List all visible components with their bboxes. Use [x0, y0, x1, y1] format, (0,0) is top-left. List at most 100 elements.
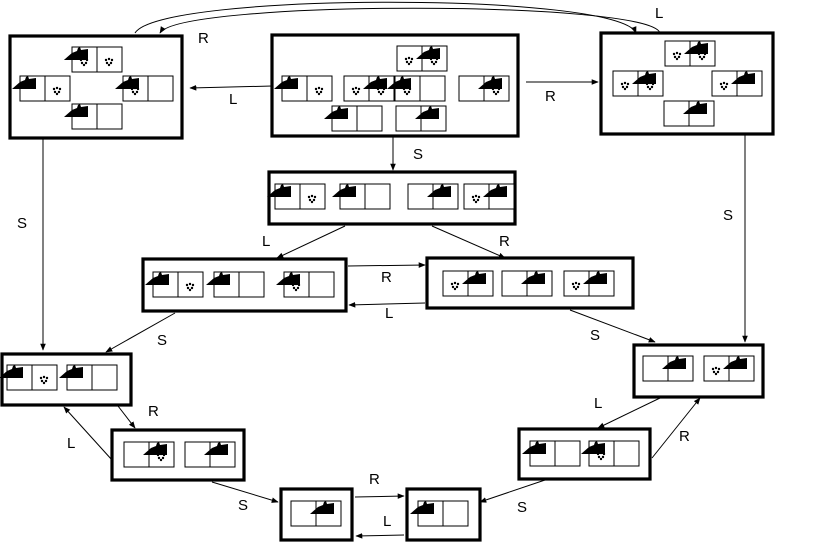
edge-label-lsr-ls: L: [67, 435, 75, 452]
dirt-icon: [719, 81, 729, 91]
edge-right-suck-to-rs-left: [597, 397, 661, 429]
world-state: [410, 500, 469, 527]
edge-label-top-l: L: [655, 5, 663, 22]
edge-ls-right-to-clean-right: [211, 481, 279, 503]
edge-label-cr-cl: R: [369, 471, 380, 488]
world-state: [387, 75, 446, 102]
edge-right-to-left-arc: [159, 7, 661, 34]
world-state: [581, 440, 640, 467]
world-state: [206, 271, 265, 298]
world-state: [501, 270, 553, 297]
world-state: [324, 105, 383, 132]
square-b: [238, 271, 265, 298]
dirt-icon: [52, 86, 62, 96]
dirt-icon: [79, 57, 89, 67]
edge-label-right-suck: S: [723, 207, 733, 224]
dirt-icon: [307, 194, 317, 204]
edge-label-top-r: R: [198, 30, 209, 47]
square-b: [308, 271, 335, 298]
edge-label-sl-sr: R: [381, 269, 392, 286]
dirt-icon: [672, 51, 682, 61]
square-b: [356, 105, 383, 132]
dirt-icon: [404, 56, 414, 66]
world-state: [442, 270, 494, 297]
world-state: [123, 441, 175, 468]
dirt-icon: [39, 375, 49, 385]
world-state: [458, 75, 510, 102]
square-b: [554, 440, 581, 467]
edge-left-suck-to-ls-right: [117, 405, 136, 429]
world-state: [396, 45, 448, 72]
edge-label-rsl-cl: S: [517, 499, 527, 516]
world-state: [64, 103, 123, 130]
square-b: [613, 440, 640, 467]
edge-label-suck-right: R: [499, 233, 510, 250]
world-state: [332, 183, 391, 210]
world-state: [0, 364, 58, 391]
world-state: [463, 183, 515, 210]
square-b: [419, 75, 446, 102]
world-state: [184, 441, 236, 468]
edge-suck-left-to-suck-right: [347, 262, 426, 268]
edge-suck-to-suck-left: [276, 225, 346, 259]
world-state: [276, 271, 335, 298]
dirt-icon: [620, 81, 630, 91]
world-state: [407, 183, 459, 210]
world-states: [0, 40, 763, 527]
edge-label-left-suck: S: [17, 215, 27, 232]
world-state: [563, 270, 615, 297]
edge-suck-right-to-right-suck: [569, 309, 656, 343]
edge-label-cl-cr: L: [383, 513, 391, 530]
world-state: [642, 355, 694, 382]
square-b: [364, 183, 391, 210]
dirt-icon: [471, 194, 481, 204]
world-state: [115, 75, 174, 102]
edge-label-initial-right: R: [545, 88, 556, 105]
world-state: [612, 70, 664, 97]
edge-label-rsl-rs: R: [679, 428, 690, 445]
edge-clean-left-to-clean-right: [355, 533, 405, 539]
world-state: [274, 75, 333, 102]
edge-suck-right-to-suck-left: [348, 302, 426, 308]
square-b: [96, 103, 123, 130]
dirt-icon: [450, 281, 460, 291]
edge-rs-left-to-right-suck: [651, 397, 701, 459]
world-state: [395, 105, 447, 132]
edge-suck-left-to-left-suck: [105, 312, 176, 353]
square-b: [147, 75, 174, 102]
dirt-icon: [185, 282, 195, 292]
edge-label-initial-suck: S: [413, 146, 423, 163]
world-state: [522, 440, 581, 467]
edge-label-lsr-cr: S: [238, 497, 248, 514]
edge-label-sl-ls: S: [157, 332, 167, 349]
edge-suck-to-suck-right: [431, 225, 506, 259]
edge-label-suck-left: L: [262, 233, 270, 250]
world-state: [12, 75, 71, 102]
square-b: [91, 364, 118, 391]
edge-rs-left-to-clean-left: [479, 478, 549, 503]
dirt-icon: [351, 86, 361, 96]
square-b: [442, 500, 469, 527]
world-state: [145, 271, 204, 298]
dirt-icon: [104, 57, 114, 67]
edge-label-sr-sl: L: [385, 305, 393, 322]
edge-left-to-right-arc: [134, 1, 637, 34]
edge-label-initial-left: L: [229, 91, 237, 108]
world-state: [290, 500, 342, 527]
world-state: [343, 75, 395, 102]
world-state: [59, 364, 118, 391]
world-state: [703, 355, 755, 382]
edge-label-rs-rsl: L: [594, 395, 602, 412]
world-state: [64, 46, 123, 73]
dirt-icon: [314, 86, 324, 96]
edge-clean-right-to-clean-left: [354, 493, 405, 499]
edge-label-sr-rs: S: [590, 327, 600, 344]
world-state: [664, 40, 716, 67]
edge-initial-to-left: [189, 85, 273, 91]
dirt-icon: [711, 366, 721, 376]
dirt-icon: [571, 281, 581, 291]
world-state: [267, 183, 326, 210]
world-state: [711, 70, 763, 97]
edge-ls-right-to-left-suck: [63, 406, 113, 461]
